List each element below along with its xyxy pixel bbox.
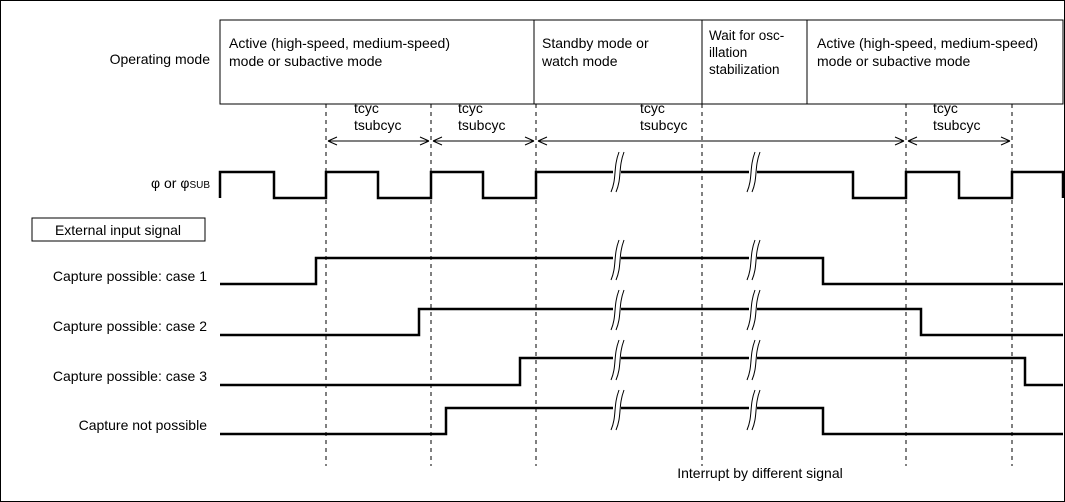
mode-active-1-line1: Active (high-speed, medium-speed) <box>229 35 450 51</box>
timing-label-3-tsubcyc: tsubcyc <box>640 117 687 133</box>
waveform-not-possible <box>220 406 1063 436</box>
external-input-box <box>31 217 206 242</box>
clock-waveform <box>218 170 1065 200</box>
waveform-case2 <box>220 307 1063 337</box>
timing-label-2-tsubcyc: tsubcyc <box>458 117 505 133</box>
time-break-marks <box>610 151 761 431</box>
mode-standby-line1: Standby mode or <box>542 35 649 51</box>
signal-label-case2: Capture possible: case 2 <box>53 318 207 334</box>
timing-label-2-tcyc: tcyc <box>458 100 483 116</box>
external-input-label: External input signal <box>55 222 181 238</box>
mode-wait-line1: Wait for osc- <box>709 28 784 43</box>
clock-label: φ or φSUB <box>151 175 210 191</box>
timing-label-3-tcyc: tcyc <box>640 100 665 116</box>
mode-table <box>219 19 1064 105</box>
signal-label-not-possible: Capture not possible <box>79 417 208 433</box>
waveform-case3 <box>220 356 1063 387</box>
mode-standby-line2: watch mode <box>541 53 618 69</box>
timing-arrows <box>327 136 1011 146</box>
mode-wait-line3: stabilization <box>709 62 780 77</box>
signal-label-case3: Capture possible: case 3 <box>53 368 207 384</box>
mode-active-1-line2: mode or subactive mode <box>229 53 383 69</box>
footer-note: Interrupt by different signal <box>677 465 843 481</box>
mode-active-2-line1: Active (high-speed, medium-speed) <box>817 35 1038 51</box>
timing-label-4-tcyc: tcyc <box>933 100 958 116</box>
timing-label-1-tcyc: tcyc <box>354 100 379 116</box>
timing-label-1-tsubcyc: tsubcyc <box>354 117 401 133</box>
mode-active-2-line2: mode or subactive mode <box>817 53 971 69</box>
signal-label-case1: Capture possible: case 1 <box>53 268 207 284</box>
operating-mode-label: Operating mode <box>110 51 211 67</box>
waveform-case1 <box>220 256 1063 286</box>
mode-wait-line2: illation <box>709 45 747 60</box>
timing-label-4-tsubcyc: tsubcyc <box>933 117 980 133</box>
